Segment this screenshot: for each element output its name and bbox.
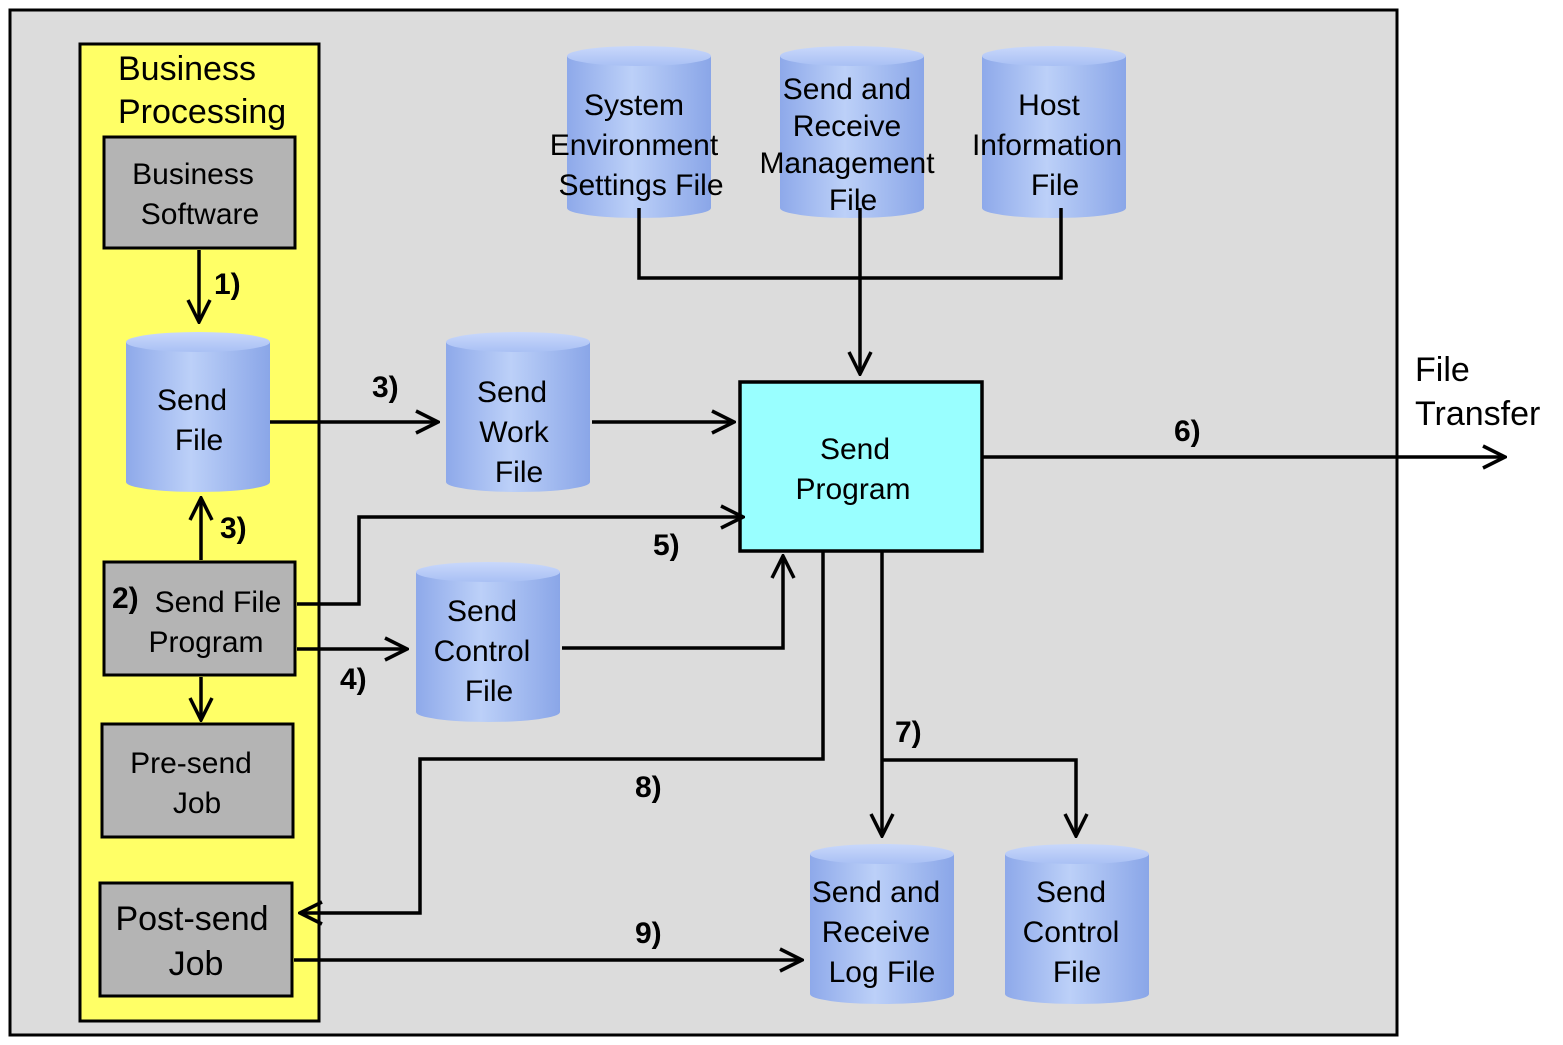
step-3b-label: 3) [220, 512, 247, 545]
file-transfer-label-line1: File [1415, 351, 1470, 389]
post-send-job-box [98, 881, 294, 998]
send-file-label-line2: File [175, 424, 223, 457]
host-information-label-line3: File [1031, 169, 1079, 202]
send-file-cylinder: Send File [126, 332, 270, 492]
edge-system-env-to-bus [637, 208, 1063, 280]
system-environment-label-line2: Environment [550, 129, 719, 162]
system-environment-settings-file-cylinder: System Environment Settings File [550, 46, 724, 218]
send-receive-management-label-line4: File [829, 184, 877, 217]
step-1-label: 1) [214, 268, 241, 301]
step-7-label: 7) [895, 716, 922, 749]
business-processing-title-line1: Business [118, 50, 256, 88]
send-receive-management-label-line3: Management [759, 147, 935, 180]
pre-send-job-label-line2: Job [173, 787, 221, 820]
edge-control-file-to-program [562, 556, 783, 650]
send-work-file-cylinder: Send Work File [446, 332, 590, 492]
step-3a-label: 3) [372, 371, 399, 404]
send-receive-log-file-cylinder: Send and Receive Log File [810, 844, 954, 1004]
business-software-label-line1: Business [132, 158, 254, 191]
send-work-file-label-line1: Send [477, 376, 547, 409]
send-control-file-right-cylinder: Send Control File [1005, 844, 1149, 1004]
send-program-box [738, 380, 984, 553]
send-receive-management-label-line2: Receive [793, 110, 901, 143]
send-file-program-label-line1: Send File [155, 586, 282, 619]
send-work-file-label-line2: Work [479, 416, 549, 449]
step-2-label: 2) [112, 582, 139, 615]
send-control-file-right-label-line2: Control [1023, 916, 1120, 949]
send-receive-log-label-line3: Log File [829, 956, 936, 989]
send-control-file-right-label-line1: Send [1036, 876, 1106, 909]
host-information-label-line2: Information [972, 129, 1122, 162]
send-control-file-right-label-line3: File [1053, 956, 1101, 989]
step-6-label: 6) [1174, 415, 1201, 448]
step-8-label: 8) [635, 771, 662, 804]
system-environment-label-line3: Settings File [558, 169, 723, 202]
send-work-file-label-line3: File [495, 456, 543, 489]
pre-send-job-box [100, 722, 295, 839]
send-receive-log-label-line2: Receive [822, 916, 930, 949]
send-receive-management-file-cylinder: Send and Receive Management File [759, 46, 935, 218]
business-software-box [102, 135, 297, 250]
send-control-file-left-label-line1: Send [447, 595, 517, 628]
system-environment-label-line1: System [584, 89, 684, 122]
send-receive-management-label-line1: Send and [783, 73, 911, 106]
business-processing-title-line2: Processing [118, 93, 286, 131]
host-information-label-line1: Host [1018, 89, 1080, 122]
send-file-label-line1: Send [157, 384, 227, 417]
step-5-label: 5) [653, 529, 680, 562]
send-file-program-label-line2: Program [148, 626, 263, 659]
send-control-file-left-label-line2: Control [434, 635, 531, 668]
step-4-label: 4) [340, 663, 367, 696]
send-control-file-left-label-line3: File [465, 675, 513, 708]
send-receive-log-label-line1: Send and [812, 876, 940, 909]
pre-send-job-label-line1: Pre-send [130, 747, 252, 780]
business-software-label-line2: Software [141, 198, 259, 231]
file-transfer-label-line2: Transfer [1415, 395, 1540, 433]
edge-5-program-to-send-program [297, 517, 743, 606]
send-program-label-line1: Send [820, 433, 890, 466]
post-send-job-label-line2: Job [169, 945, 224, 983]
post-send-job-label-line1: Post-send [115, 900, 268, 938]
send-file-program-box [102, 560, 297, 677]
edge-7-program-to-control-file [882, 758, 1076, 836]
step-9-label: 9) [635, 917, 662, 950]
host-information-file-cylinder: Host Information File [972, 46, 1126, 218]
edge-8-program-to-post-send-job [300, 551, 825, 913]
send-control-file-left-cylinder: Send Control File [416, 562, 560, 722]
send-program-label-line2: Program [795, 473, 910, 506]
